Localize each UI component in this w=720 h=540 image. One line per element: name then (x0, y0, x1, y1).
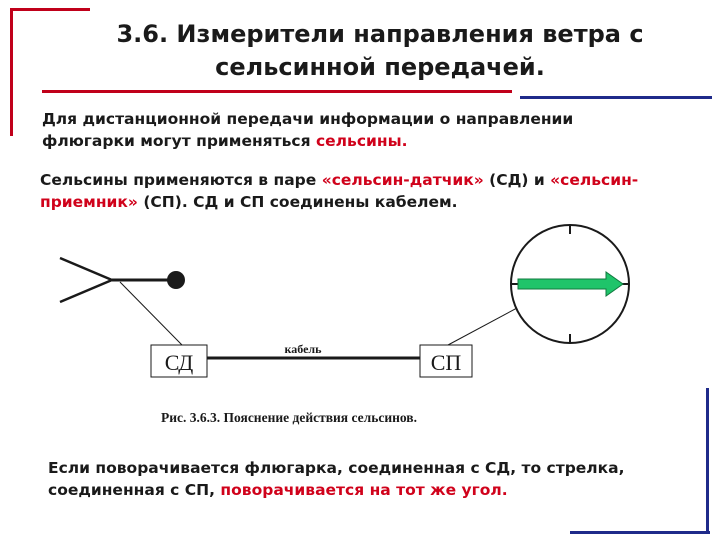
selsyn-sensor-label: СД (165, 350, 194, 375)
cable-label: кабель (285, 342, 323, 356)
paragraph-selsyn-seg2: (СД) и (483, 171, 551, 189)
decor-title-blue-underline (520, 96, 712, 99)
paragraph-intro-highlight: сельсины. (315, 132, 408, 150)
paragraph-conclusion-highlight: поворачивается на тот же угол. (220, 481, 508, 499)
decor-top-red-bar (10, 8, 90, 11)
slide-title: 3.6. Измерители направления ветра с сель… (60, 18, 700, 84)
selsyn-receiver-box: СП (419, 344, 473, 378)
paragraph-selsyn-highlight-receiver: «сельсин-приемник» (40, 171, 639, 211)
paragraph-selsyn-highlight-sensor: «сельсин-датчик» (321, 171, 484, 189)
slide-title-line2: сельсинной передачей. (215, 53, 545, 81)
figure-caption: Рис. 3.6.3. Пояснение действия сельсинов… (161, 410, 417, 425)
decor-bottom-blue-bar (570, 531, 710, 534)
vane-to-sd-connector (119, 281, 183, 346)
paragraph-selsyn-seg1: Сельсины применяются в паре (40, 171, 322, 189)
decor-title-red-underline (42, 90, 512, 93)
wind-vane-icon (59, 256, 185, 304)
paragraph-selsyn-pair: Сельсины применяются в паре «сельсин-дат… (40, 169, 700, 213)
selsyn-receiver-label: СП (431, 350, 462, 375)
paragraph-selsyn-seg3: (СП). СД и СП соединены кабелем. (137, 193, 458, 211)
decor-right-blue-bar (706, 388, 709, 534)
paragraph-intro-text: Для дистанционной передачи информации о … (42, 110, 574, 150)
paragraph-conclusion-text: Если поворачивается флюгарка, соединенна… (48, 459, 625, 499)
paragraph-conclusion: Если поворачивается флюгарка, соединенна… (48, 457, 688, 501)
slide-title-line1: 3.6. Измерители направления ветра с (116, 20, 644, 48)
decor-left-red-bar (10, 8, 13, 136)
dial-pointer-arrow-icon (517, 271, 624, 297)
paragraph-intro: Для дистанционной передачи информации о … (42, 108, 642, 152)
selsyn-sensor-box: СД (150, 344, 208, 378)
